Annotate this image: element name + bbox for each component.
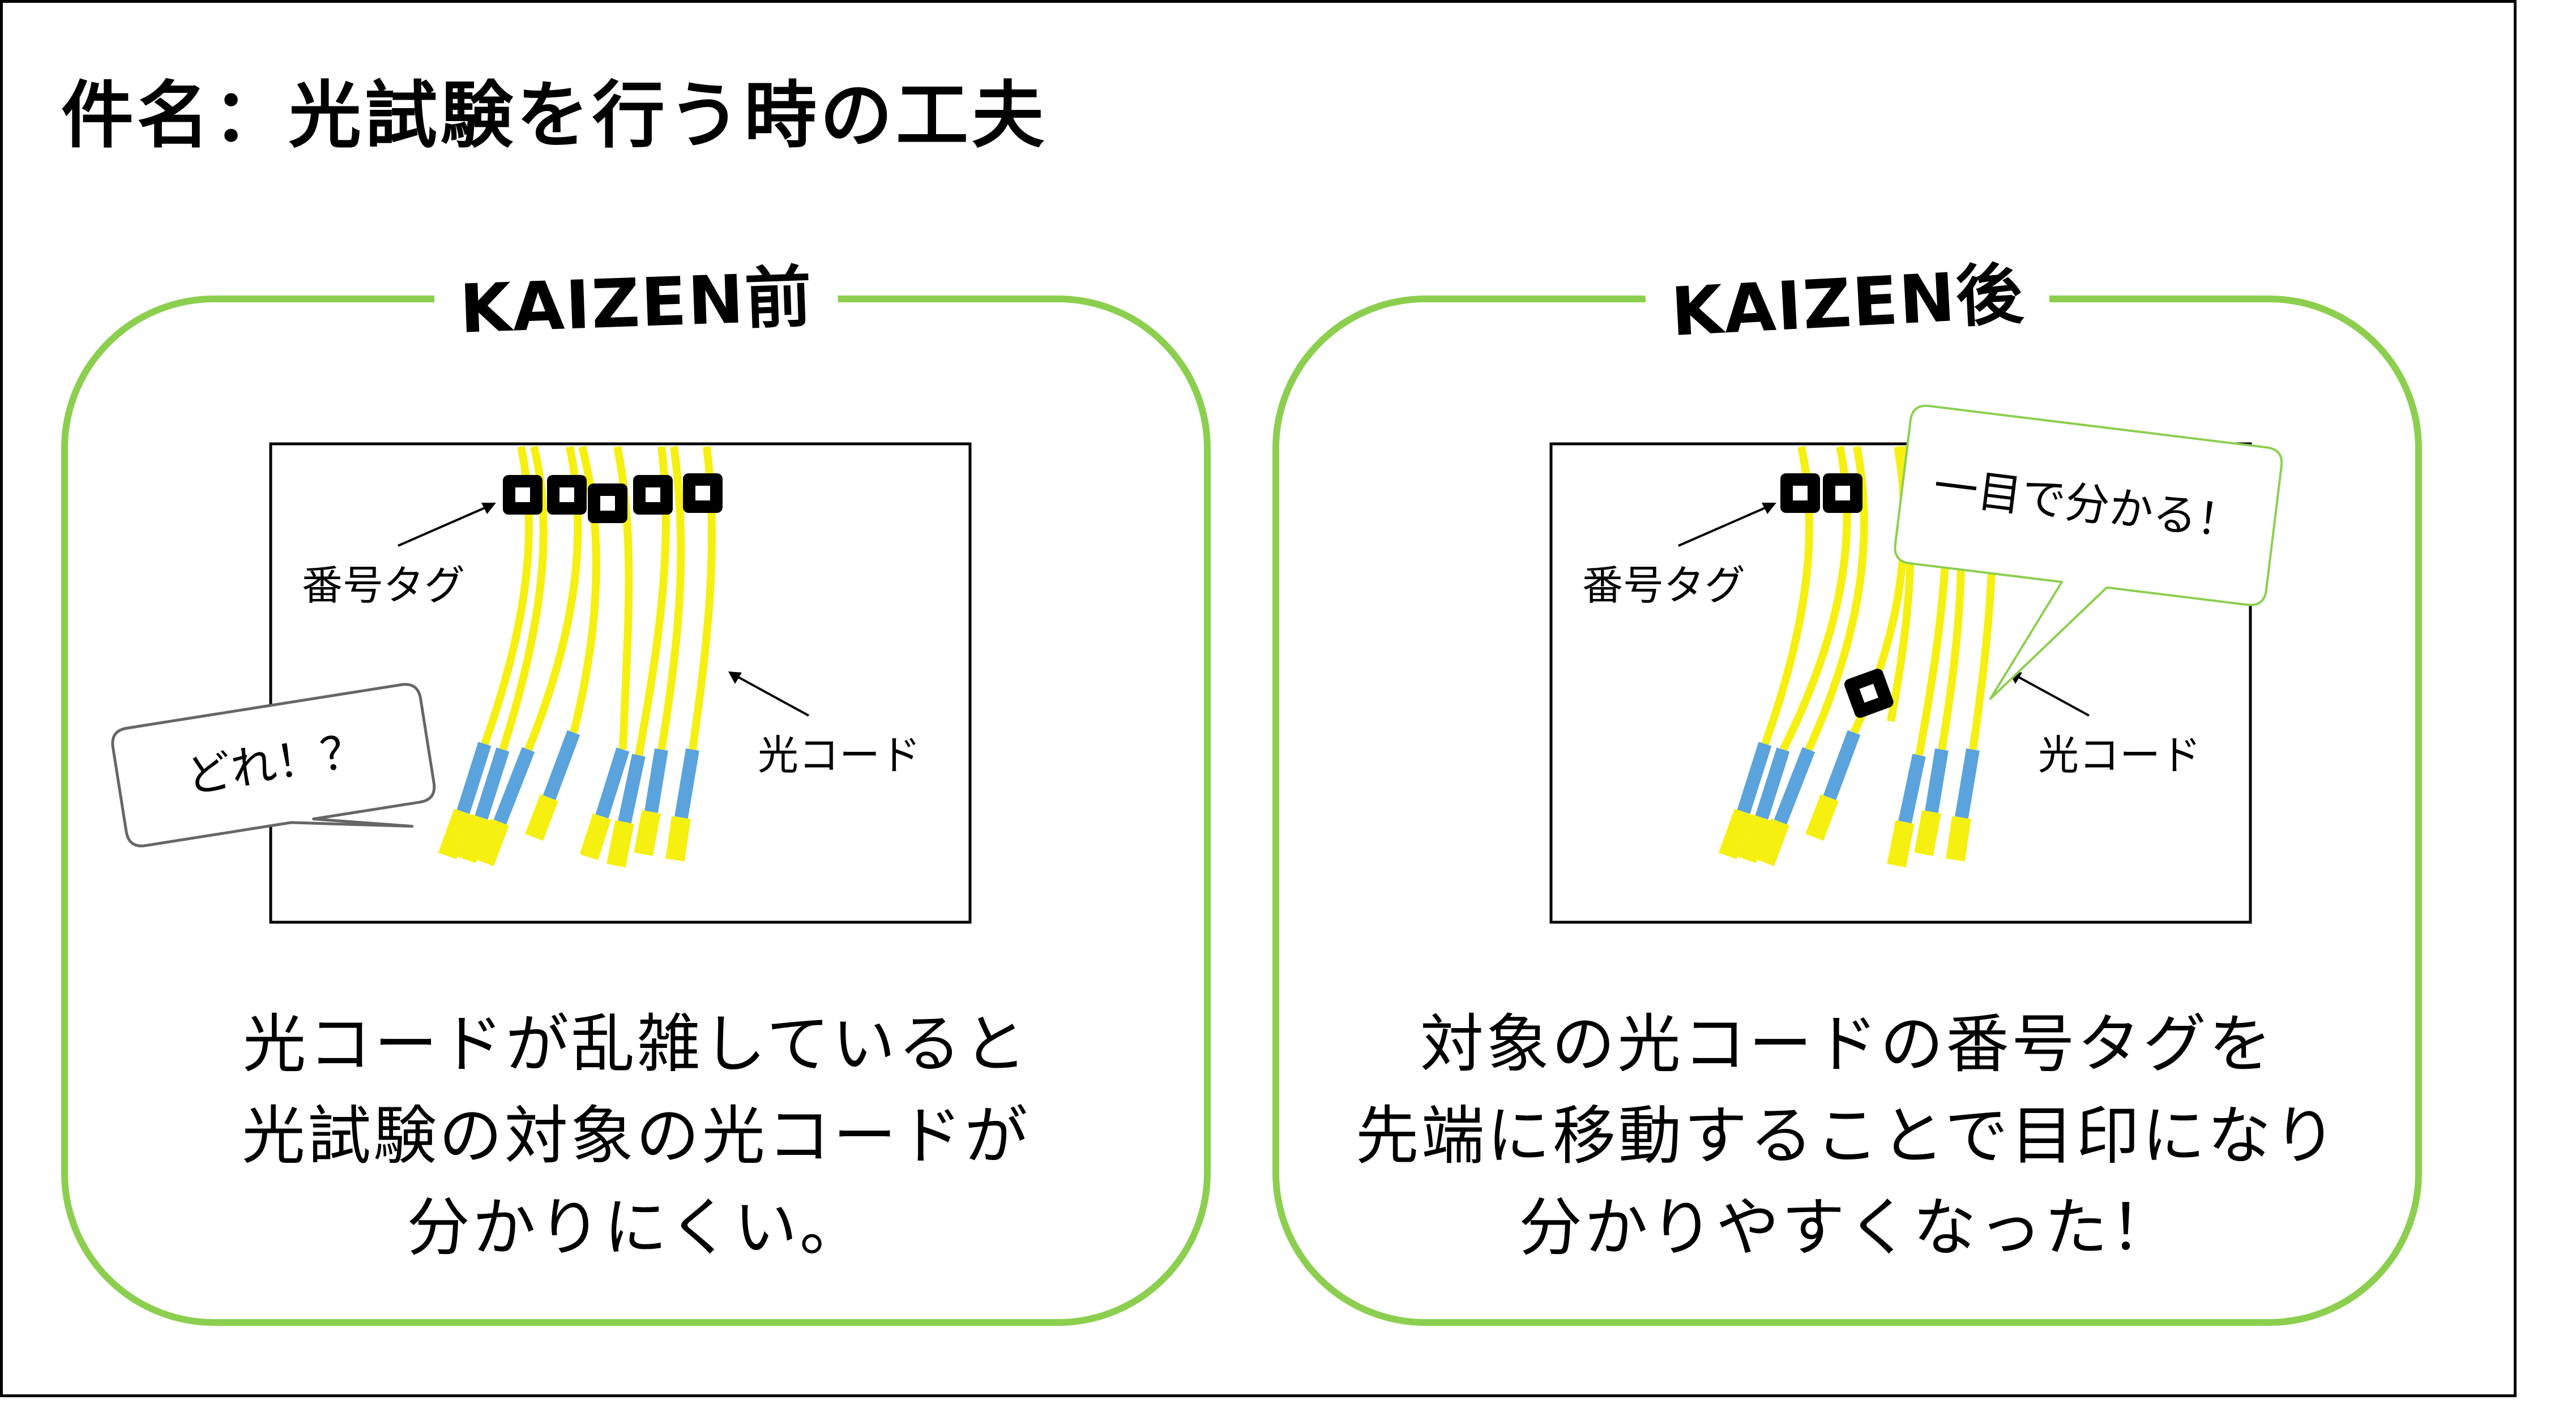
number-tag [503,475,542,515]
after-arrows [1678,503,2090,717]
before-cord-label: 光コード [758,731,921,779]
after-heading: KAIZEN後 [1643,238,2051,356]
tag-arrow [398,505,489,547]
before-tag-label: 番号タグ [302,562,465,609]
caption-line: 対象の光コードの番号タグを [1420,1008,2274,1081]
number-tag [1823,473,1862,513]
caption-line: 分かりにくい。 [407,1191,865,1265]
number-tag [1780,473,1820,513]
after-cord-label: 光コード [2038,731,2201,779]
after-speech-bubble: 一目で分かる！ [1879,399,2310,718]
after-bubble-shape: 一目で分かる！ [1894,404,2283,700]
before-caption: 光コードが乱雑していると 光試験の対象の光コードが 分かりにくい。 [68,999,1204,1274]
cord-4 [525,446,601,841]
number-tag [588,483,627,523]
tag-arrow [1678,505,1770,547]
before-number-tags [503,473,723,523]
before-panel: KAIZEN前 [61,241,1211,1326]
before-heading: KAIZEN前 [433,241,839,353]
caption-line: 光試験の対象の光コードが [242,1099,1030,1173]
cord-arrow [736,675,809,717]
caption-line: 先端に移動することで目印になり [1355,1099,2339,1173]
before-cords [438,446,716,868]
before-arrows [398,503,809,717]
number-tag [633,475,673,515]
cord-arrow [2016,675,2090,717]
after-tag-label: 番号タグ [1582,562,1745,609]
before-scene: 番号タグ 光コード [269,442,973,936]
number-tag [547,475,587,515]
before-speech-bubble: どれ！？ [96,659,470,899]
caption-line: 光コードが乱雑していると [242,1008,1029,1081]
caption-line: 分かりやすくなった！ [1519,1191,2176,1265]
number-tag [683,473,723,513]
moved-number-tag [1844,669,1894,718]
before-bubble-shape: どれ！？ [111,683,436,847]
cord-7 [634,446,685,857]
before-diagram: 番号タグ 光コード [269,442,972,924]
after-caption: 対象の光コードの番号タグを 先端に移動することで目印になり 分かりやすくなった！ [1279,999,2415,1274]
page-title: 件名：光試験を行う時の工夫 [61,74,1048,158]
after-panel: KAIZEN後 [1272,238,2422,1326]
